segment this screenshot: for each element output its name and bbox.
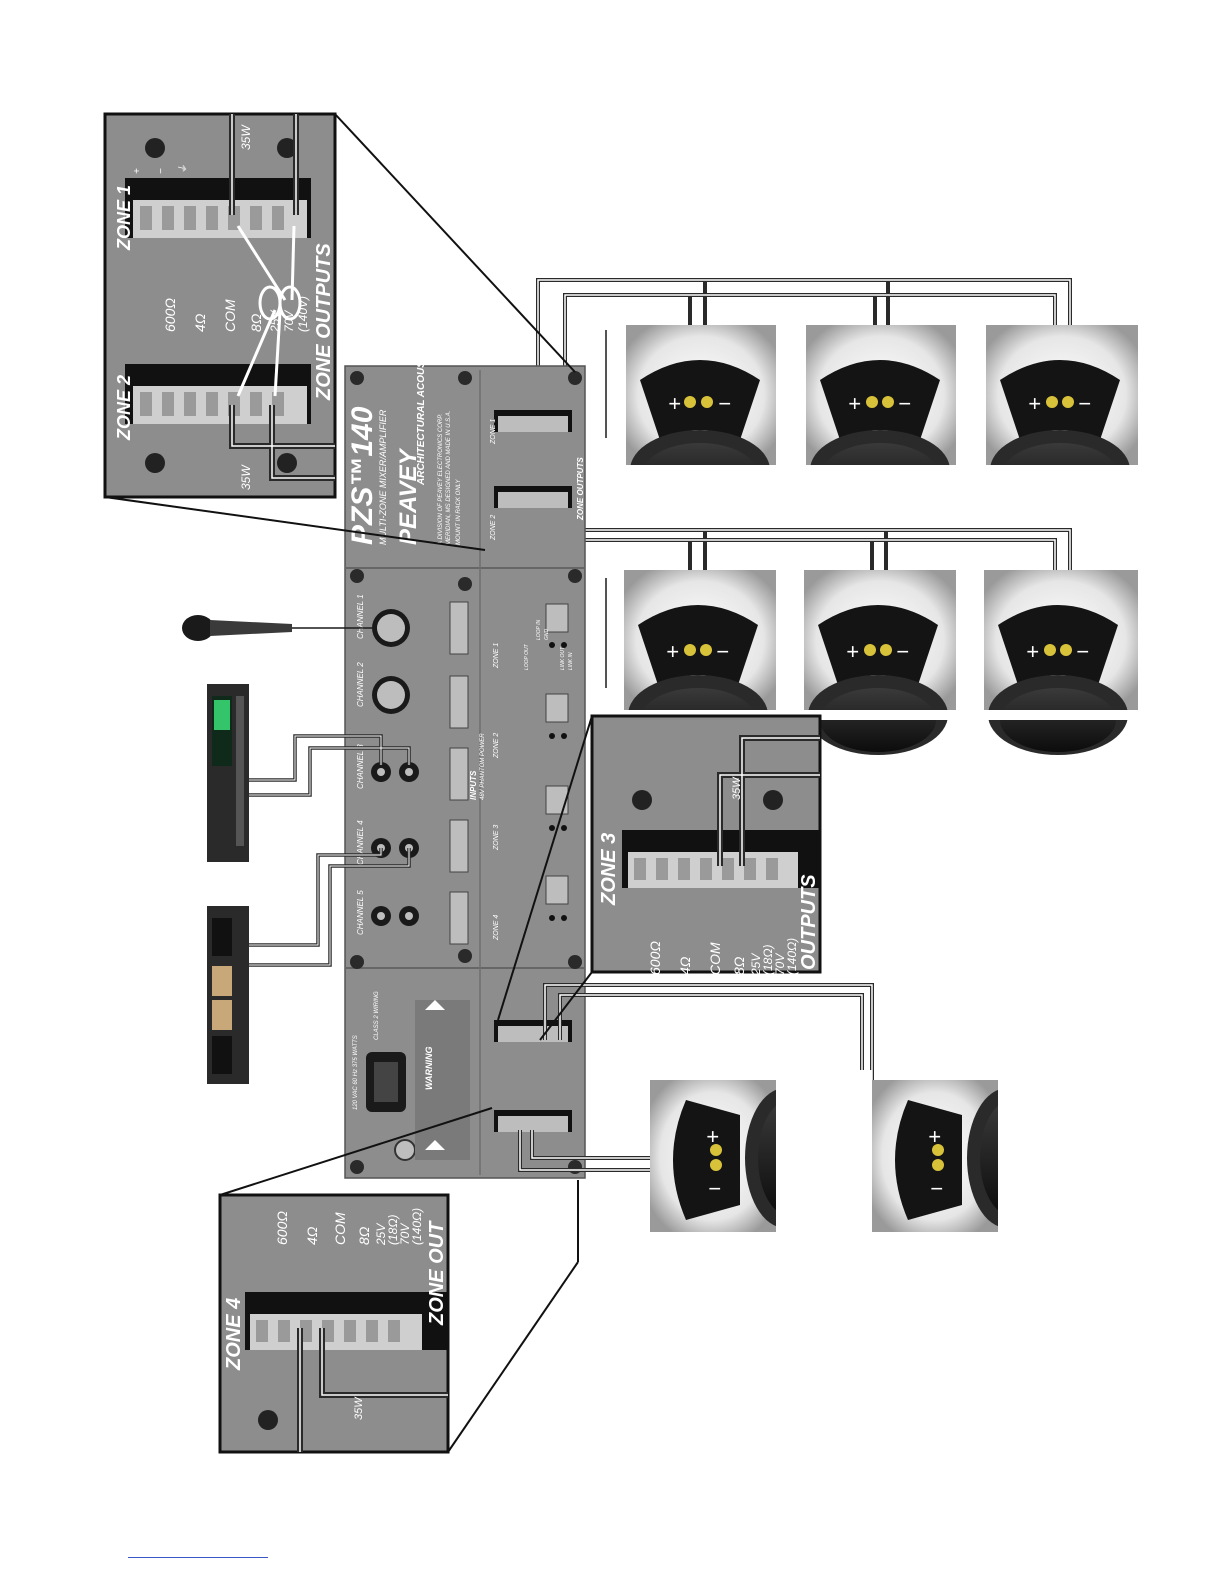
cd-player-icon (207, 684, 249, 862)
model-label: PZS™140 (346, 406, 379, 545)
callout-zone2-label: ZONE 2 (114, 375, 134, 441)
z4-term-600: 600Ω (274, 1211, 290, 1245)
chassis-zone1-label: ZONE 1 (490, 419, 497, 445)
callout-zone4-label: ZONE 4 (223, 1298, 245, 1371)
plus-label: + (666, 639, 679, 664)
term-600-label: 600Ω (162, 298, 178, 332)
z4-term-4: 4Ω (304, 1226, 320, 1245)
minus-label: − (708, 1176, 721, 1201)
class2-label: CLASS 2 WIRING (374, 991, 380, 1040)
callout-zone3-label: ZONE 3 (598, 833, 620, 906)
link-in-label: LINK IN (568, 652, 574, 670)
z4-term-8: 8Ω (356, 1226, 372, 1245)
term-140v-label: (140V) (296, 296, 310, 332)
brand-logo: PEAVEY (395, 447, 422, 545)
minus-label: − (1078, 391, 1091, 416)
loop-out-label: LOOP OUT (524, 643, 530, 670)
minus-label: − (930, 1176, 943, 1201)
model-subtitle: MULTI-ZONE MIXER/AMPLIFIER (378, 409, 388, 545)
minus-label: − (716, 639, 729, 664)
z3-term-140: (140Ω) (785, 938, 799, 975)
channel5-label: CHANNEL 5 (356, 890, 365, 935)
z3-term-600: 600Ω (647, 941, 663, 975)
term-4-label: 4Ω (192, 313, 208, 332)
callout-zone1-label: ZONE 1 (114, 185, 134, 251)
address-line-2: MERIDIAN, MS DESIGNED AND MADE IN U.S.A. (446, 411, 452, 545)
gnd-label: GND (544, 629, 550, 641)
wireless-receiver-icon (207, 906, 249, 1084)
z3-term-18: (18Ω) (761, 945, 775, 975)
z3-term-8: 8Ω (731, 956, 747, 975)
z3-term-4: 4Ω (677, 956, 693, 975)
xlr-input-ch2 (372, 676, 410, 714)
term-8-label: 8Ω (248, 313, 264, 332)
chassis-zone-outputs: ZONE OUTPUTS (576, 457, 585, 521)
chassis-zone1-in-label: ZONE 1 (493, 643, 500, 669)
z3-term-com: COM (707, 942, 723, 975)
channel1-label: CHANNEL 1 (356, 594, 365, 639)
callout-zone-outputs: ZONE OUTPUTS (313, 243, 335, 401)
minus-label: − (896, 639, 909, 664)
callout-zone4-35w: 35W (353, 1396, 365, 1420)
z4-term-com: COM (332, 1212, 348, 1245)
minus-label: − (718, 391, 731, 416)
xlr-input-ch1 (372, 609, 410, 647)
plus-label: + (1028, 391, 1041, 416)
term-25v-label: 25V (268, 310, 282, 333)
z4-term-25v: 25V (374, 1223, 388, 1246)
speaker-zone2-c: + − (984, 570, 1138, 755)
channel3-label: CHANNEL 3 (356, 744, 365, 789)
division-label: ARCHITECTURAL ACOUSTICS (416, 338, 427, 486)
amplifier-chassis: PZS™140 MULTI-ZONE MIXER/AMPLIFIER PEAVE… (344, 338, 586, 1179)
callout-zone4: ZONE 4 35W 600Ω 4Ω COM 8Ω 25V (18Ω) 70V … (218, 1107, 579, 1454)
minus-label: − (898, 391, 911, 416)
callout-zone3-35w: 35W (731, 776, 743, 800)
link-out-label: LINK OUT (560, 646, 566, 670)
warning-label: WARNING (424, 1047, 434, 1091)
callout-zone3-outputs: OUTPUTS (798, 874, 820, 970)
term-com-label: COM (222, 299, 238, 332)
plus-label: + (846, 639, 859, 664)
plus-label: + (928, 1124, 941, 1149)
callout-35w-a: 35W (239, 124, 253, 150)
footer-rule (128, 1557, 268, 1558)
z4-term-140: (140Ω) (410, 1208, 424, 1245)
minus-label: − (1076, 639, 1089, 664)
z4-term-18: (18Ω) (386, 1215, 400, 1245)
chassis-zone4-in-label: ZONE 4 (493, 915, 500, 941)
callout-35w-b: 35W (239, 464, 253, 490)
power-rating: 120 VAC 60 Hz 375 WATTS (353, 1035, 359, 1110)
chassis-zone3-in-label: ZONE 3 (493, 825, 500, 851)
chassis-zone2-in-label: ZONE 2 (493, 733, 500, 759)
loop-in-label: LOOP IN (536, 620, 542, 640)
phantom-label: 48V PHANTOM POWER (480, 733, 486, 800)
term-70v-label: 70V (282, 310, 296, 332)
svg-text:⏚: ⏚ (178, 164, 189, 174)
svg-text:−: − (156, 168, 167, 174)
plus-label: + (706, 1124, 719, 1149)
callout-zone1-2: + − ⏚ 600Ω 4Ω COM 8Ω 25V 70V (140V) ZONE… (103, 112, 576, 551)
rack-note: MOUNT IN RACK ONLY (456, 479, 462, 545)
svg-text:+: + (132, 168, 143, 174)
microphone-icon (182, 615, 372, 641)
fuse-holder (394, 1139, 416, 1161)
plus-label: + (668, 391, 681, 416)
callout-zone4-outputs: ZONE OUT (426, 1220, 448, 1326)
plus-label: + (848, 391, 861, 416)
speaker-zone2-b: + − (804, 570, 956, 755)
plus-label: + (1026, 639, 1039, 664)
callout-zone3: ZONE 3 35W 600Ω 4Ω COM 8Ω 25V (18Ω) 70V … (497, 714, 822, 1041)
z3-term-25v: 25V (749, 953, 763, 976)
inputs-label: INPUTS (469, 770, 478, 800)
channel2-label: CHANNEL 2 (356, 662, 365, 707)
chassis-zone2-label: ZONE 2 (490, 515, 497, 541)
channel4-label: CHANNEL 4 (356, 820, 365, 865)
z4-term-70v: 70V (398, 1223, 412, 1245)
address-line-1: A DIVISION OF PEAVEY ELECTRONICS CORP. (438, 414, 444, 546)
z3-term-70v: 70V (773, 953, 787, 975)
